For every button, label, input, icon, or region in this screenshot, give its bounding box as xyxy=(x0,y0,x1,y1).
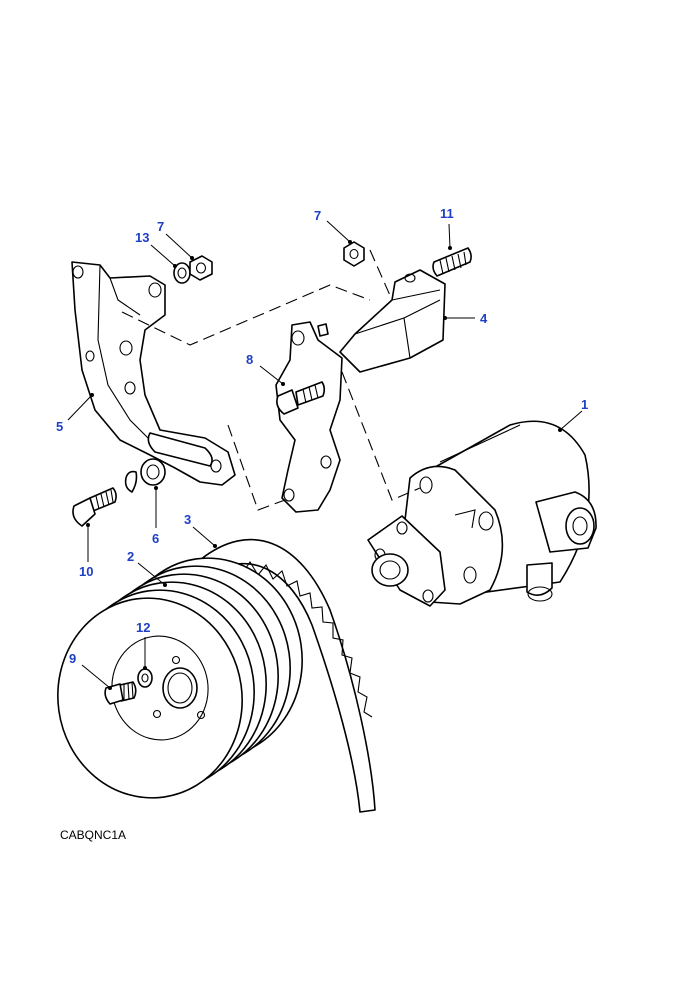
washer-12 xyxy=(137,668,153,688)
callout-7-right: 7 xyxy=(314,208,321,223)
reference-code: CABQNC1A xyxy=(60,828,127,842)
power-steering-pump-1 xyxy=(367,420,597,607)
callout-10: 10 xyxy=(79,564,93,579)
callout-8: 8 xyxy=(246,352,253,367)
callout-4: 4 xyxy=(480,311,488,326)
pulley xyxy=(57,557,303,799)
callout-3: 3 xyxy=(184,512,191,527)
callout-1: 1 xyxy=(581,397,588,412)
support-arm-4 xyxy=(339,269,446,373)
stud-11 xyxy=(432,247,472,277)
nut-7-right xyxy=(343,241,365,267)
callout-labels: 1 2 3 4 5 6 7 7 8 9 10 11 12 13 xyxy=(56,206,588,666)
bolt-8 xyxy=(276,381,326,415)
nut-7-left xyxy=(189,255,213,281)
callout-11: 11 xyxy=(440,206,454,221)
callout-12: 12 xyxy=(136,620,150,635)
assembly-lines xyxy=(121,249,421,511)
spacer-6 xyxy=(124,458,166,493)
callout-9: 9 xyxy=(69,651,76,666)
leader-lines xyxy=(67,220,583,690)
callout-7-left: 7 xyxy=(157,219,164,234)
bracket-bolt-10 xyxy=(72,487,117,527)
callout-2: 2 xyxy=(127,549,134,564)
mounting-bracket-5 xyxy=(71,261,236,486)
callout-5: 5 xyxy=(56,419,63,434)
callout-13: 13 xyxy=(135,230,149,245)
mounting-plate xyxy=(275,321,343,513)
callout-6: 6 xyxy=(152,531,159,546)
